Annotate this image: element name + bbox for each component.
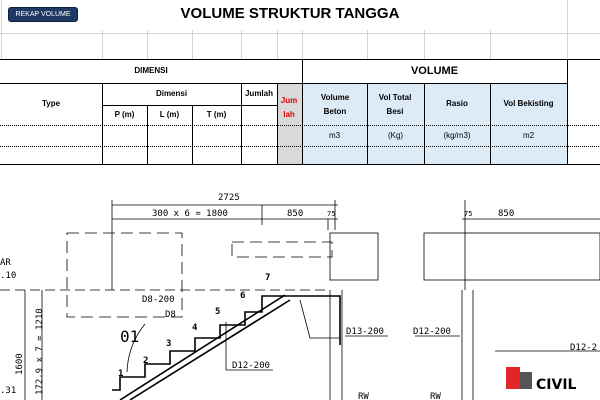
label-10: .10 [0,271,16,281]
header-volume-group: VOLUME [410,65,459,77]
label-31: .31 [0,386,16,396]
header-rasio: Rasio [446,99,468,108]
header-jumlah-red: Jum lah [280,96,298,119]
header-vol-bekisting: Vol Bekisting [503,99,554,108]
dim-height: 172.9 x 7 = 1210 [35,308,45,395]
header-vol-total-besi: Vol Total Besi [378,93,412,116]
unit-rasio: (kg/m3) [443,130,471,140]
rw-label: RW [358,392,369,400]
header-t: T (m) [206,110,227,119]
unit-beton: m3 [328,130,341,140]
unit-besi: (Kg) [387,130,404,140]
step-number: 1 [118,369,123,379]
rebar-d12-200: D12-200 [232,361,270,371]
header-dimensi-group: DIMENSI [134,66,168,75]
rw-label-right: RW [430,392,441,400]
unit-bekisting: m2 [522,130,535,140]
dim-landing: 850 [287,209,303,219]
step-number: 6 [240,291,245,301]
rebar-d8: D8 [165,310,176,320]
rebar-d12-partial: D12-2 [570,343,597,353]
civil-logo: CIVIL [536,377,577,393]
stair-section-drawing: 2725 300 x 6 = 1800 850 75 75 850 AR .10… [0,193,600,400]
dim-1600: 1600 [15,353,25,375]
page-title: VOLUME STRUKTUR TANGGA [180,5,400,22]
step-number: 7 [265,273,270,283]
step-number: 5 [215,307,220,317]
rebar-d13-200: D13-200 [346,327,384,337]
step-number: 3 [166,339,171,349]
header-p: P (m) [114,110,135,119]
stair-id: 01 [120,327,139,346]
header-l: L (m) [159,110,180,119]
header-volume-beton: Volume Beton [320,93,350,116]
header-dimensi: Dimensi [155,89,188,98]
dim-steps: 300 x 6 = 1800 [152,209,228,219]
step-number: 2 [143,356,148,366]
dim-75-right: 75 [464,210,472,218]
rebar-d12-200-right: D12-200 [413,327,451,337]
header-jumlah: Jumlah [244,89,273,98]
label-ar: AR [0,258,11,268]
step-number: 4 [192,323,198,333]
dim-total: 2725 [218,193,240,203]
header-type: Type [41,99,61,108]
dim-75: 75 [327,210,335,218]
rebar-d8-200: D8-200 [142,295,175,305]
dim-850-right: 850 [498,209,514,219]
rekap-volume-button[interactable]: REKAP VOLUME [8,7,78,22]
